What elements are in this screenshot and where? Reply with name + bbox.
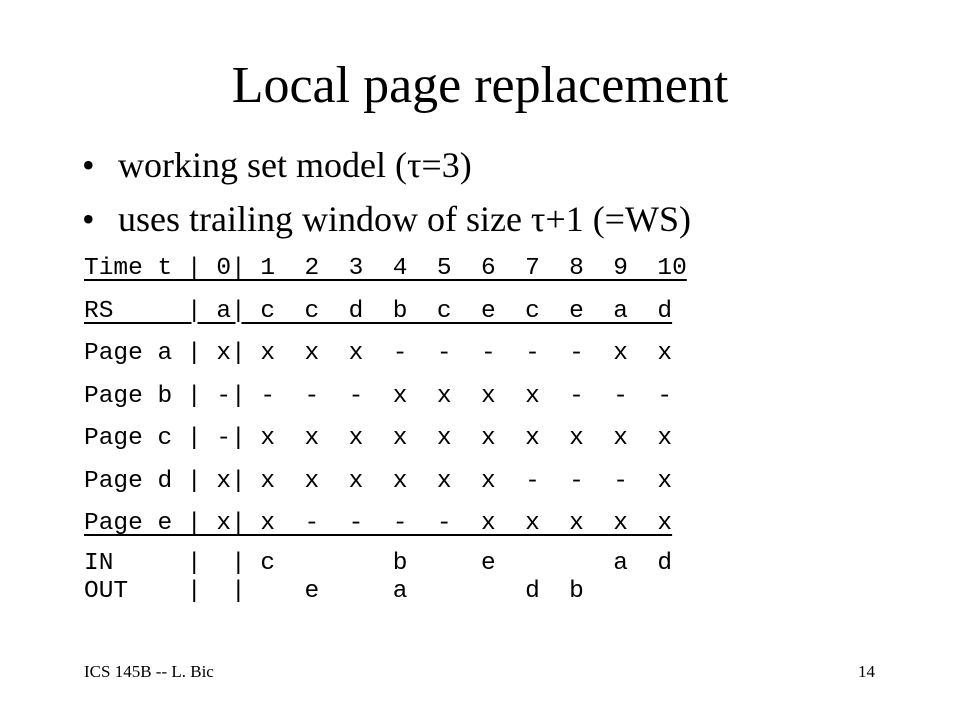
row-text: Time t | 0| 1 2 3 4 5 6 7 8 9 10 (84, 255, 687, 282)
row-text: Page b | -| - - - x x x x - - - (84, 382, 673, 410)
bullet-item: • working set model (τ=3) (82, 142, 691, 188)
slide-title: Local page replacement (231, 57, 729, 114)
table-row-out: OUT | | e a d b (84, 578, 687, 606)
row-text: IN | | c b e a d (84, 549, 673, 577)
bullet-dot-icon: • (82, 199, 95, 239)
bullet-text: uses trailing window of size τ+1 (=WS) (118, 199, 691, 239)
footer-page-number: 14 (858, 662, 875, 681)
row-text: Page c | -| x x x x x x x x x x (84, 425, 673, 452)
row-text: RS | a| c c d b c e c e a d (84, 297, 673, 325)
table-row-page-a: Page a | x| x x x - - - - - x x (84, 337, 687, 380)
bullet-text: working set model (τ=3) (118, 145, 472, 185)
table-row-in: IN | | c b e a d (84, 550, 687, 578)
page-replacement-table: Time t | 0| 1 2 3 4 5 6 7 8 9 10 RS | a|… (84, 252, 687, 606)
bullet-item: • uses trailing window of size τ+1 (=WS) (82, 196, 691, 242)
table-row-page-d: Page d | x| x x x x x x - - - x (84, 465, 687, 508)
table-row-rs: RS | a| c c d b c e c e a d (84, 295, 687, 338)
bullet-dot-icon: • (82, 145, 95, 185)
row-text: Page e | x| x - - - - x x x x x (84, 510, 673, 537)
row-text: Page d | x| x x x x x x - - - x (84, 467, 673, 495)
table-row-page-c: Page c | -| x x x x x x x x x x (84, 422, 687, 465)
row-text: OUT | | e a d b (84, 577, 584, 605)
footer-course: ICS 145B -- L. Bic (84, 662, 214, 681)
table-row-page-b: Page b | -| - - - x x x x - - - (84, 380, 687, 423)
row-text: Page a | x| x x x - - - - - x x (84, 340, 673, 367)
table-row-time: Time t | 0| 1 2 3 4 5 6 7 8 9 10 (84, 252, 687, 295)
table-row-page-e: Page e | x| x - - - - x x x x x (84, 507, 687, 550)
bullet-list: • working set model (τ=3) • uses trailin… (82, 142, 691, 250)
